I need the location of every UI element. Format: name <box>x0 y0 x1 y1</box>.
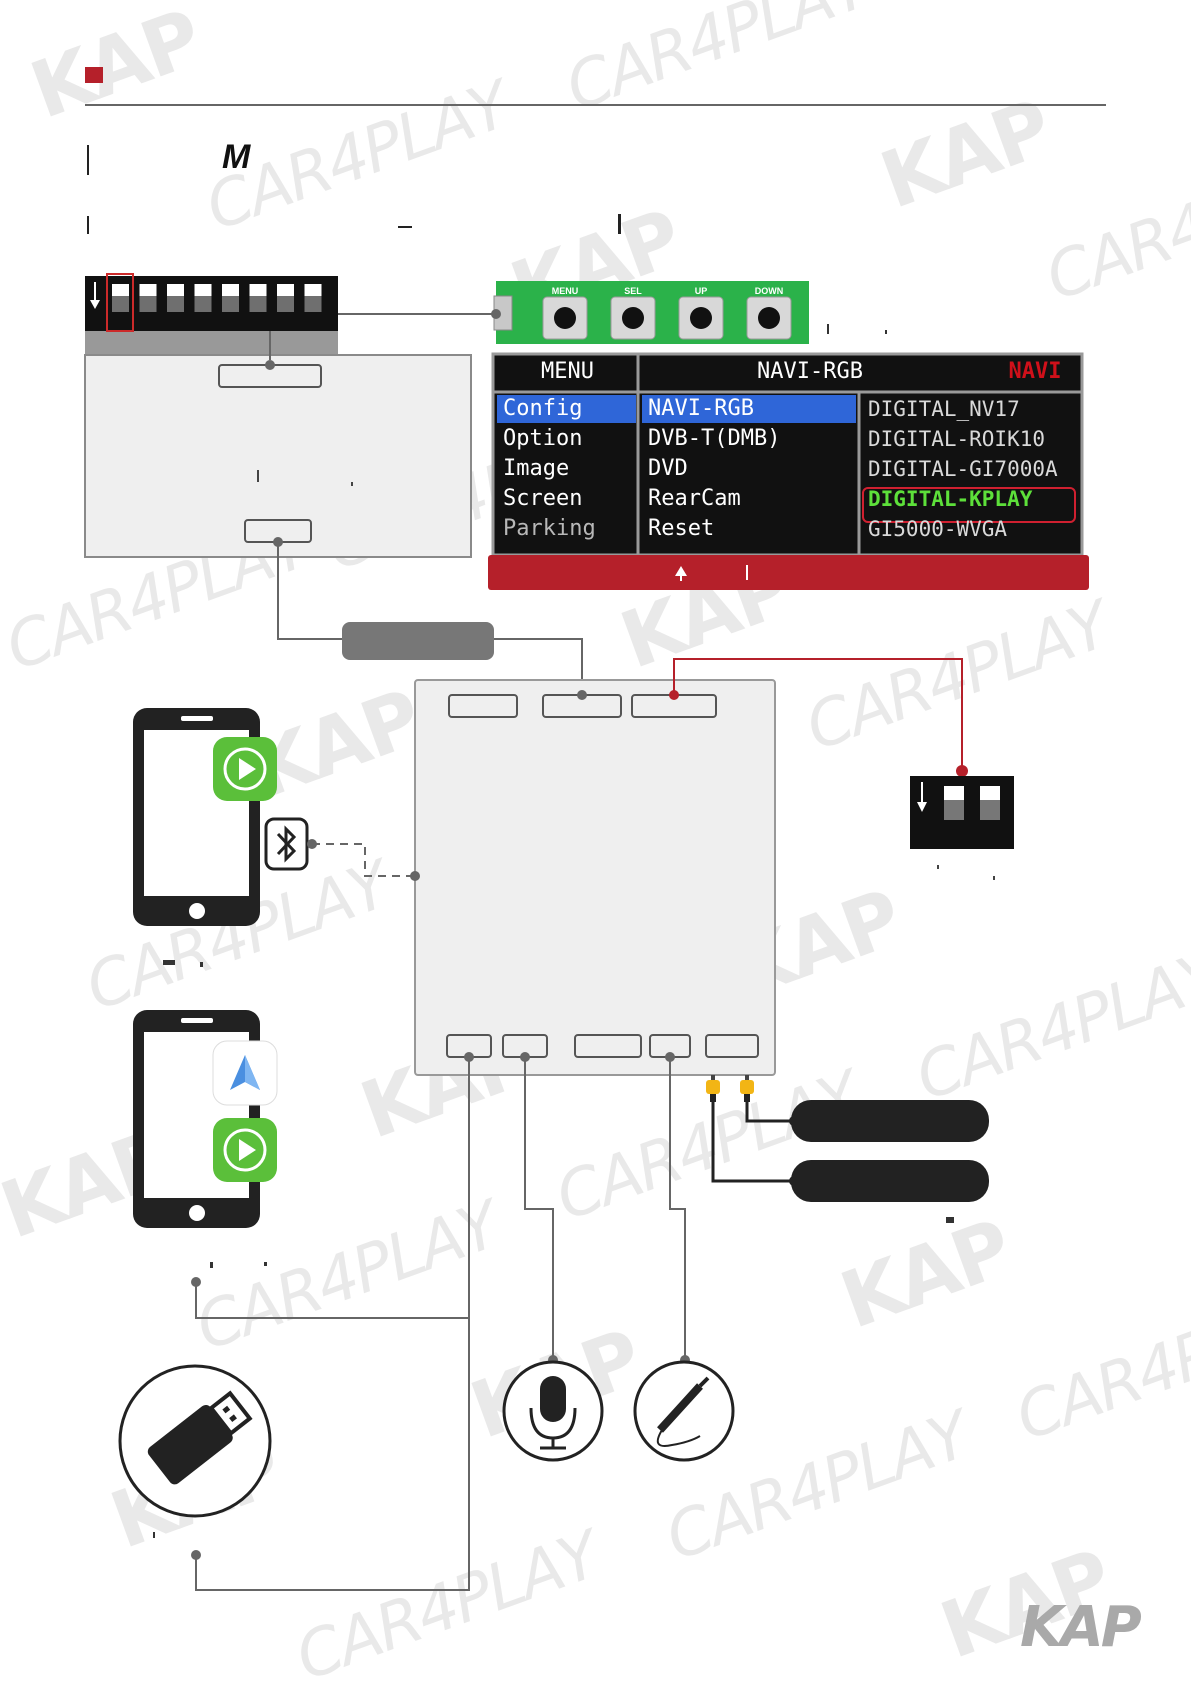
usb-drive-icon <box>118 1364 272 1518</box>
osd-menu-header: MENU <box>541 359 594 384</box>
osd-menu-item[interactable]: Option <box>503 426 583 451</box>
dip-lever-slot <box>139 296 157 312</box>
osd-option-item[interactable]: DIGITAL-ROIK10 <box>868 427 1046 451</box>
section-marker <box>85 67 103 83</box>
control-button-label: UP <box>694 286 708 296</box>
dip-lever-slot <box>167 296 184 312</box>
bluetooth-icon <box>264 817 309 871</box>
dip-lever <box>139 284 157 296</box>
dip-lever <box>194 284 212 296</box>
dip-lever <box>249 284 267 296</box>
control-button-label: MENU <box>551 286 579 296</box>
control-button-label: SEL <box>624 286 642 296</box>
dip-lever-slot <box>222 296 239 312</box>
osd-option-item[interactable]: DIGITAL_NV17 <box>868 397 1020 421</box>
osd-menu-item[interactable]: Image <box>503 456 570 481</box>
osd-option-item[interactable]: DIGITAL-GI7000A <box>868 457 1058 481</box>
microphone-icon <box>502 1360 604 1462</box>
subtitle-tick <box>618 214 621 234</box>
dip-lever-slot <box>249 296 267 312</box>
box-bottom-port-3 <box>574 1034 642 1058</box>
osd-option-item[interactable]: GI5000-WVGA <box>868 517 1008 541</box>
osd-submenu-item[interactable]: NAVI-RGB <box>648 396 754 421</box>
osd-submenu-item[interactable]: DVB-T(DMB) <box>648 426 781 451</box>
osd-instruction-bar <box>488 555 1089 590</box>
dip-lever-slot <box>304 296 322 312</box>
control-button-knob <box>622 307 644 329</box>
osd-mode-tag: NAVI <box>1008 359 1062 384</box>
osd-submenu-item[interactable]: RearCam <box>648 486 741 511</box>
subtitle-dash <box>398 226 412 228</box>
interface-cable-label <box>342 622 494 660</box>
osd-menu-item[interactable]: Screen <box>503 486 583 511</box>
dip-switch-2 <box>910 776 1014 849</box>
box-top-port-1 <box>448 694 518 718</box>
main-interface-box <box>414 679 776 1076</box>
control-button-knob <box>554 307 576 329</box>
subtitle-bar <box>87 216 89 234</box>
control-button-board <box>491 281 809 344</box>
osd-submenu-item[interactable]: Reset <box>648 516 715 541</box>
dip-lever <box>304 284 322 296</box>
osd-mode-header: NAVI-RGB <box>757 359 863 384</box>
dip-lever <box>112 284 129 296</box>
dip-lever-slot <box>277 296 294 312</box>
dip-lever-slot <box>194 296 212 312</box>
dip-lever-slot <box>112 296 129 312</box>
control-button-knob <box>690 307 712 329</box>
osd-menu-item[interactable]: Config <box>503 396 583 421</box>
title-bar <box>87 145 89 175</box>
dip-lever <box>167 284 184 296</box>
carplay-icon <box>213 1118 277 1182</box>
android-auto-icon <box>212 1040 278 1106</box>
control-button-knob <box>758 307 780 329</box>
dip-switch-8 <box>85 273 338 357</box>
rca-label-2 <box>791 1160 989 1202</box>
dip-lever <box>277 284 294 296</box>
dip-switch-1-highlight <box>106 273 134 332</box>
kap-logo: KAP <box>1020 1595 1142 1660</box>
control-button-label: DOWN <box>754 286 784 296</box>
osd-submenu-item[interactable]: DVD <box>648 456 688 481</box>
audio-jack-icon <box>633 1360 735 1462</box>
osd-option-item[interactable]: DIGITAL-KPLAY <box>868 487 1033 511</box>
carplay-icon <box>213 737 277 801</box>
box-bottom-port-5 <box>705 1034 759 1058</box>
osd-menu-item[interactable]: Parking <box>503 516 596 541</box>
rca-connectors <box>706 1075 754 1102</box>
dip-lever <box>222 284 239 296</box>
rca-label-1 <box>791 1100 989 1142</box>
page-title-fragment: M <box>222 138 251 176</box>
